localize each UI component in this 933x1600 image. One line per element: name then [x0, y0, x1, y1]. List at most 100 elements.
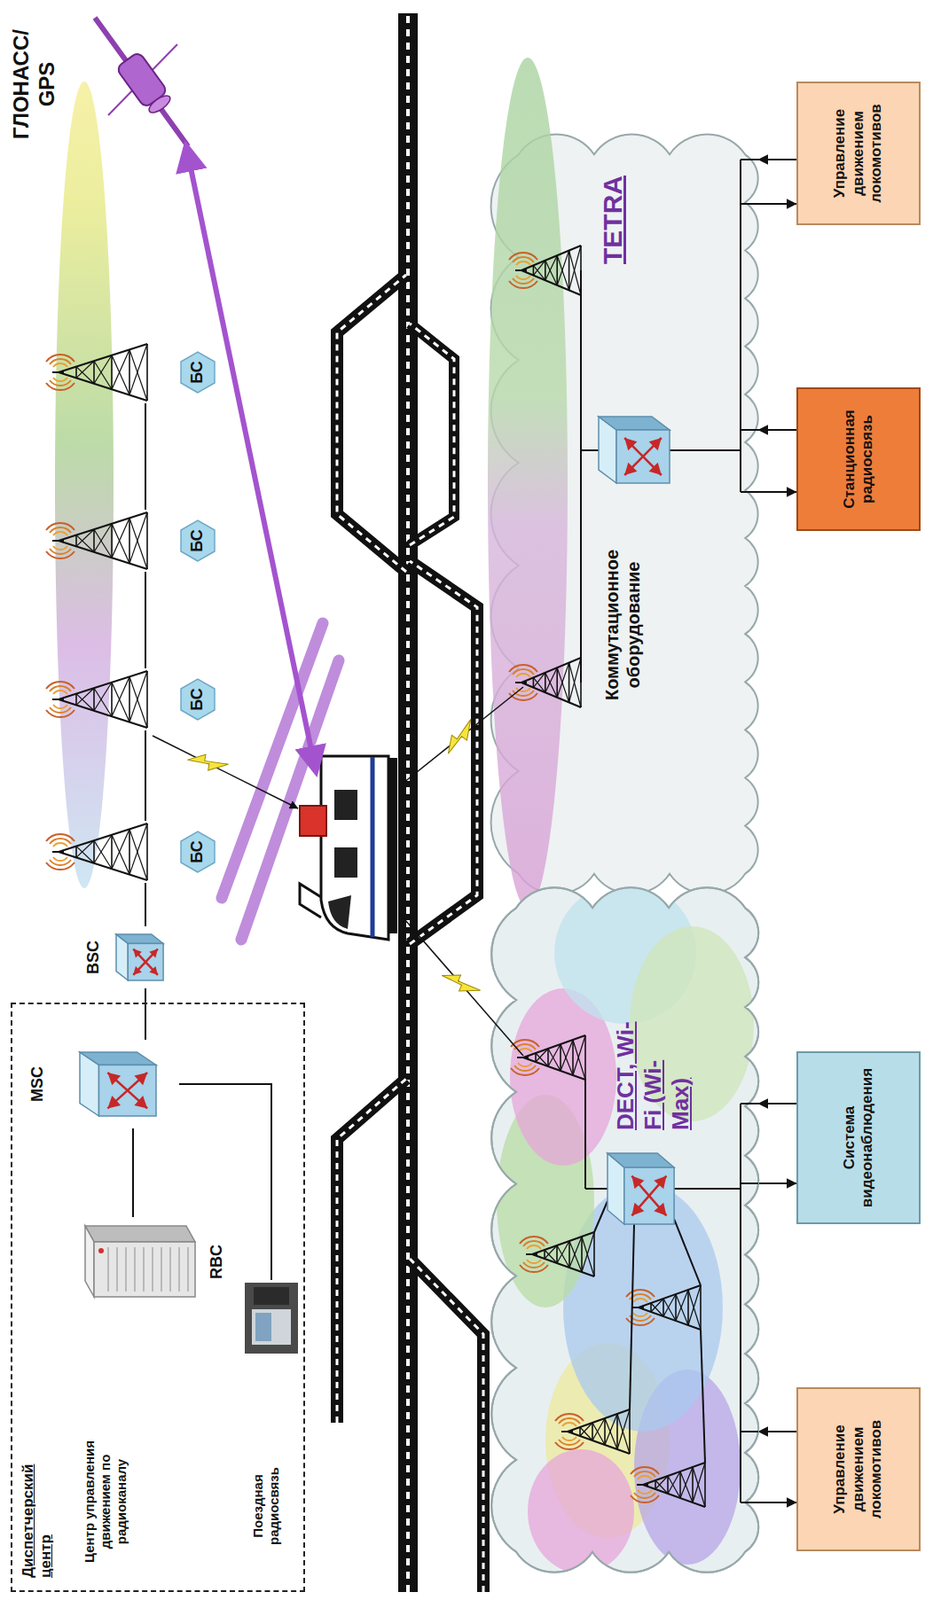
- server-led: [98, 1248, 104, 1255]
- radio-wave: [510, 1068, 540, 1076]
- tower-brace: [94, 360, 112, 390]
- tower-rung: [568, 663, 571, 704]
- tower-brace: [111, 517, 130, 558]
- tower-brace: [129, 823, 148, 876]
- radio-wave: [517, 1063, 533, 1067]
- radio-wave: [512, 257, 534, 263]
- arrow-head: [148, 966, 158, 976]
- tower-rung: [75, 367, 78, 379]
- tower-brace: [76, 694, 95, 712]
- dispatch-center: Диспетчерский центрЦентр управления движ…: [10, 1003, 306, 1593]
- satellite: ГЛОНАСС/ GPS: [8, 4, 209, 165]
- radio-wave: [53, 532, 68, 536]
- radio-wave: [46, 834, 75, 842]
- server-slot: [116, 1247, 118, 1293]
- tower-brace: [569, 250, 581, 296]
- tower-rung: [128, 349, 131, 395]
- radio-wave: [46, 682, 75, 690]
- radio-wave: [53, 546, 68, 550]
- coverage-zones: [496, 882, 754, 1575]
- connector: [144, 730, 147, 822]
- track-siding: [409, 323, 455, 546]
- switch-icon: [598, 416, 670, 484]
- server-slot: [187, 1247, 189, 1293]
- satellite-antenna: [108, 44, 178, 116]
- info-box: Управление движением локомотивов: [796, 81, 921, 226]
- tower-brace: [545, 255, 557, 281]
- base-station: БС: [54, 668, 224, 731]
- connector: [758, 429, 797, 432]
- tower-brace: [111, 682, 130, 723]
- tower-brace: [655, 1481, 668, 1495]
- tower-rung: [591, 1423, 594, 1442]
- tower-rung: [699, 1285, 702, 1331]
- radio-wave: [512, 690, 534, 697]
- tower-rung: [543, 1250, 546, 1260]
- tower-rung: [556, 1246, 558, 1264]
- switch-front: [616, 430, 670, 484]
- node-label: Управление движением локомотивов: [831, 90, 886, 217]
- arrow-head: [133, 1073, 148, 1086]
- radio-wave: [49, 707, 71, 714]
- switch-side: [598, 416, 670, 431]
- node-label: Управление движением локомотивов: [831, 1396, 886, 1544]
- tower-rung: [666, 1476, 669, 1495]
- radio-wave: [526, 1260, 541, 1264]
- antenna-tower: [54, 341, 148, 404]
- tower-brace: [680, 1472, 693, 1504]
- tower-brace: [548, 1044, 561, 1067]
- network-wire: [669, 449, 741, 452]
- network-wire: [594, 1201, 608, 1233]
- tower-brace: [572, 1040, 586, 1081]
- radio-modem: [299, 806, 327, 837]
- info-box: Станционная радиосвязь: [796, 387, 921, 532]
- radio-link: [399, 913, 524, 1057]
- tower-rung: [579, 1427, 581, 1437]
- node-label: БС: [188, 341, 208, 404]
- radio-handset: [253, 1287, 290, 1306]
- tower-brace: [617, 1414, 630, 1455]
- network-wire: [740, 158, 759, 161]
- node-label: TETRA: [596, 148, 629, 265]
- network-wire: [740, 1502, 759, 1505]
- tower-rung: [75, 535, 78, 548]
- tower-brace: [545, 673, 557, 698]
- tower-rung: [662, 1299, 665, 1318]
- tower-rung: [544, 260, 547, 281]
- switch-front: [99, 1065, 157, 1117]
- radio-link-zigzag: [221, 623, 323, 899]
- radio-wave: [509, 665, 538, 673]
- track-ties: [337, 274, 407, 573]
- radio-wave: [630, 1496, 659, 1504]
- msc-switch: MSC: [28, 1040, 180, 1130]
- switch-icon: [115, 933, 165, 982]
- network-wire: [700, 1330, 706, 1464]
- connector: [758, 203, 797, 205]
- network-wire: [629, 1224, 635, 1411]
- server-slot: [133, 1247, 136, 1293]
- arrow-head: [107, 1096, 121, 1109]
- server-top: [85, 1226, 95, 1298]
- network-wire: [740, 1103, 759, 1106]
- tower-brace: [111, 829, 130, 870]
- radio-wave: [49, 548, 71, 555]
- tower-rung: [93, 840, 95, 864]
- tower-rung: [674, 1294, 677, 1322]
- tower-brace: [94, 355, 112, 385]
- tower-brace: [129, 829, 148, 881]
- tower-rung: [580, 1237, 583, 1273]
- node-label: MSC: [28, 1040, 48, 1130]
- server-front: [94, 1242, 196, 1298]
- antenna-tower: [54, 821, 148, 884]
- network-wire: [740, 1431, 759, 1434]
- radio-wave: [519, 1237, 549, 1245]
- tower-brace: [76, 535, 95, 553]
- antenna-tower: [54, 509, 148, 573]
- base-station: БС: [54, 341, 224, 404]
- tower-rung: [534, 1053, 537, 1063]
- satellite-panel: [94, 17, 189, 147]
- radio-wave: [509, 281, 538, 289]
- tower-brace: [592, 1423, 605, 1446]
- node-label: ГЛОНАСС/ GPS: [8, 17, 61, 151]
